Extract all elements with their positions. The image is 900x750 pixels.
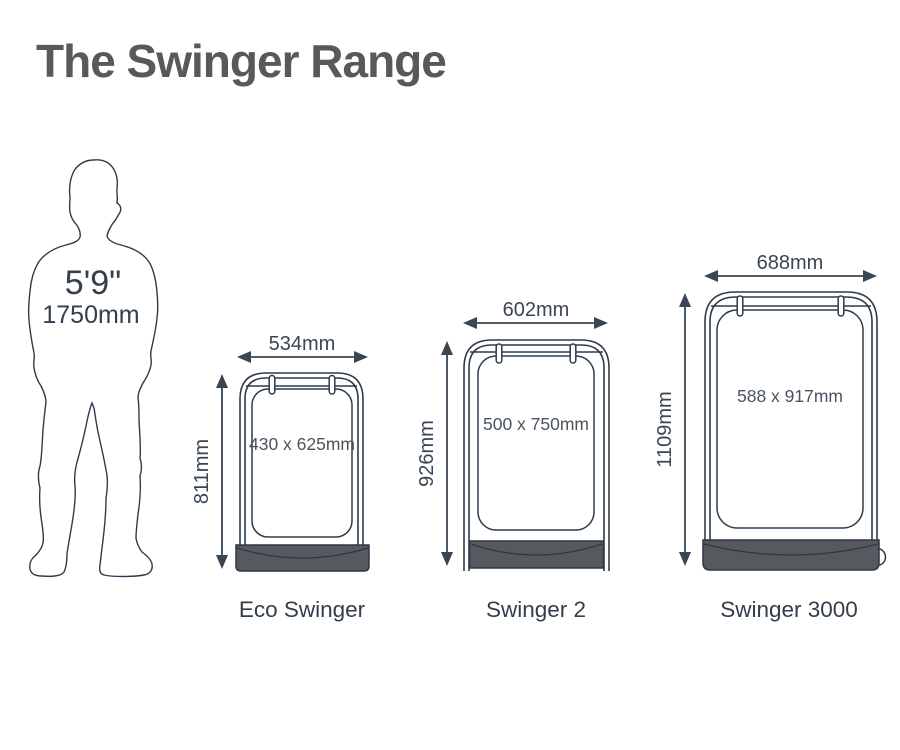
swinger2-width-label: 602mm	[503, 299, 570, 321]
arrow-up-icon	[216, 374, 228, 388]
arrow-right-icon	[354, 351, 368, 363]
swinger3000-sign-panel	[716, 309, 864, 529]
arrow-left-icon	[463, 317, 477, 329]
scale-height-metric: 1750mm	[42, 301, 139, 329]
swinger3000-product-name: Swinger 3000	[720, 597, 858, 622]
eco-sign-panel	[251, 388, 353, 538]
swinger2-product-name: Swinger 2	[486, 597, 586, 622]
arrow-down-icon	[441, 552, 453, 566]
eco-swinger-width-dimension: 534mm	[237, 333, 368, 363]
swinger2-hook-left	[495, 343, 503, 364]
eco-frame-outer-tube	[239, 372, 364, 560]
swinger2-sign-panel	[477, 355, 595, 531]
human-silhouette: 5'9" 1750mm	[27, 159, 159, 578]
product-swinger-3000: 688mm 1109mm 588 x 917mm Swinger 3000	[654, 252, 887, 622]
swinger3000-height-dimension: 1109mm	[654, 293, 691, 566]
swinger2-height-label: 926mm	[416, 420, 438, 487]
swinger2-base-curve	[470, 543, 603, 556]
arrow-right-icon	[594, 317, 608, 329]
swinger2-hook-right	[569, 343, 577, 364]
arrow-up-icon	[441, 341, 453, 355]
page-title: The Swinger Range	[36, 35, 447, 87]
eco-height-label: 811mm	[191, 439, 213, 504]
swinger2-frame-inner-tube	[468, 344, 605, 571]
arrow-up-icon	[679, 293, 691, 307]
product-eco-swinger: 534mm 811mm 430 x 625mm Eco Swinger	[191, 333, 370, 622]
swinger3000-hook-right	[837, 295, 845, 317]
swinger2-drawing	[463, 339, 610, 571]
arrow-right-icon	[863, 270, 877, 282]
swinger3000-width-label: 688mm	[757, 252, 824, 274]
swinger2-height-dimension: 926mm	[416, 341, 453, 566]
eco-panel-size-label: 430 x 625mm	[249, 434, 355, 454]
eco-width-label: 534mm	[269, 333, 336, 355]
eco-hook-left	[268, 374, 276, 395]
scale-height-imperial: 5'9"	[65, 264, 121, 302]
swinger3000-hook-left	[736, 295, 744, 317]
swinger3000-panel-size-label: 588 x 917mm	[737, 386, 843, 406]
swinger3000-frame-inner-tube	[709, 296, 873, 562]
eco-product-name: Eco Swinger	[239, 597, 366, 622]
eco-hook-right	[328, 374, 336, 395]
eco-swinger-drawing	[235, 372, 370, 572]
swinger3000-base-curve	[703, 543, 879, 556]
eco-swinger-height-dimension: 811mm	[191, 374, 228, 569]
swinger3000-height-label: 1109mm	[654, 391, 676, 467]
swinger2-panel-size-label: 500 x 750mm	[483, 414, 589, 434]
arrow-left-icon	[704, 270, 718, 282]
silhouette-outline	[27, 159, 159, 578]
product-swinger-2: 602mm 926mm 500 x 750mm Swinger 2	[416, 299, 610, 622]
swinger3000-drawing	[702, 291, 887, 571]
swinger3000-width-dimension: 688mm	[704, 252, 877, 282]
arrow-left-icon	[237, 351, 251, 363]
swinger3000-frame-outer-tube	[704, 291, 878, 562]
eco-frame-inner-tube	[244, 377, 359, 560]
swinger2-width-dimension: 602mm	[463, 299, 608, 329]
arrow-down-icon	[679, 552, 691, 566]
eco-base-curve	[236, 547, 369, 559]
swinger2-frame-outer-tube	[463, 339, 610, 571]
arrow-down-icon	[216, 555, 228, 569]
